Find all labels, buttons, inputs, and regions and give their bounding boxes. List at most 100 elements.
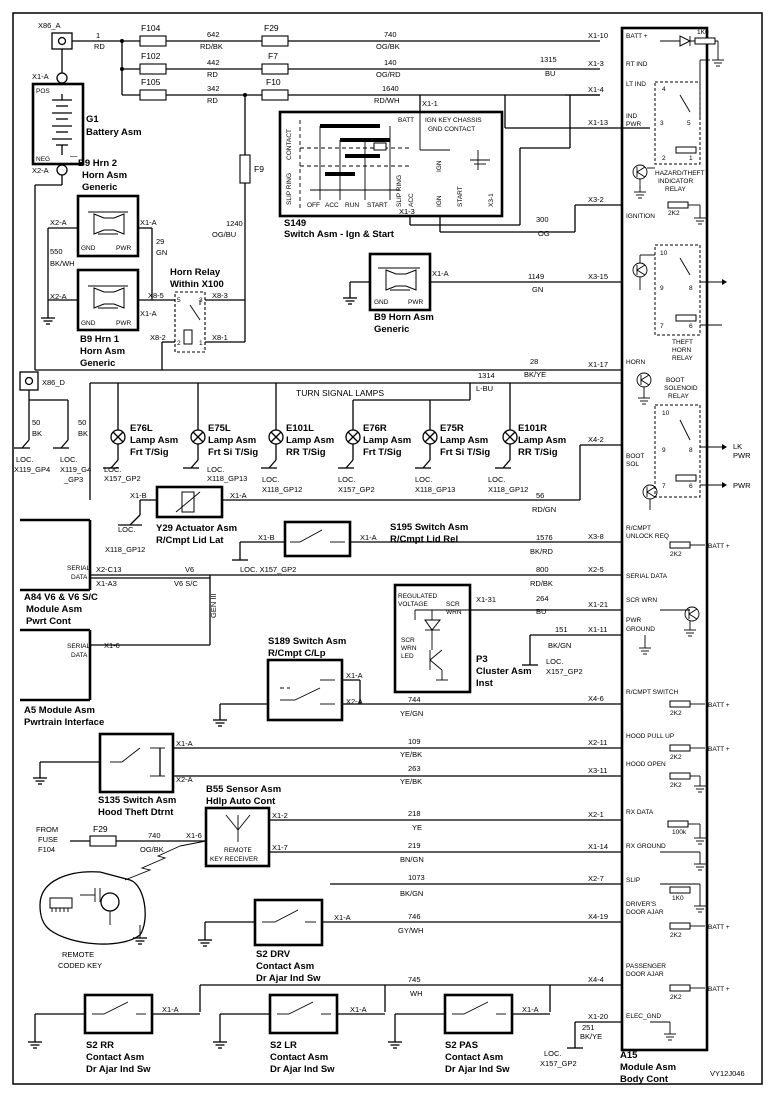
bcm-label: UNLOCK REQ	[626, 533, 669, 540]
svg-text:Lamp Asm: Lamp Asm	[130, 435, 178, 446]
svg-text:BU: BU	[545, 69, 555, 78]
svg-text:56: 56	[536, 491, 544, 500]
svg-text:RR T/Sig: RR T/Sig	[518, 447, 558, 458]
svg-text:S2 DRV: S2 DRV	[256, 949, 291, 960]
bcm-label: GROUND	[626, 626, 655, 633]
switch-s2-rr: X1-A S2 RR Contact Asm Dr Ajar Ind Sw	[83, 993, 179, 1075]
svg-text:G1: G1	[86, 114, 99, 125]
svg-text:PWR: PWR	[116, 320, 131, 327]
bcm-label: BATT +	[708, 924, 730, 931]
svg-text:1315: 1315	[540, 55, 557, 64]
svg-text:S2 RR: S2 RR	[86, 1040, 114, 1051]
bcm-label: 8	[689, 447, 693, 454]
bcm-resistor	[669, 744, 691, 752]
fuse-f104	[139, 35, 167, 47]
remote-coded-key: REMOTE CODED KEY	[39, 845, 181, 970]
svg-text:442: 442	[207, 58, 220, 67]
svg-text:BK/YE: BK/YE	[580, 1032, 602, 1041]
bcm-pin-label: X3-2	[588, 195, 604, 204]
svg-text:_GP3: _GP3	[63, 475, 83, 484]
bcm-label: BOOT	[626, 453, 644, 460]
svg-text:YE/GN: YE/GN	[400, 709, 423, 718]
svg-text:A84 V6 & V6 S/C: A84 V6 & V6 S/C	[24, 592, 98, 603]
svg-text:—: —	[70, 151, 78, 160]
svg-text:Contact Asm: Contact Asm	[86, 1052, 144, 1063]
svg-text:OG/BK: OG/BK	[376, 42, 400, 51]
svg-text:Dr Ajar Ind Sw: Dr Ajar Ind Sw	[256, 973, 321, 984]
svg-text:X157_GP2: X157_GP2	[338, 485, 375, 494]
horn-relay: Horn Relay Within X100 5 3 2 1	[170, 267, 224, 353]
svg-text:219: 219	[408, 841, 421, 850]
svg-text:RD/WH: RD/WH	[374, 96, 399, 105]
svg-text:GN: GN	[532, 285, 543, 294]
bcm-label: 6	[689, 483, 693, 490]
bcm-label: DOOR AJAR	[626, 971, 664, 978]
svg-text:X1-A: X1-A	[32, 72, 49, 81]
svg-text:SERIAL: SERIAL	[67, 565, 91, 572]
fuse-f29	[261, 35, 289, 47]
svg-text:X2-A: X2-A	[50, 218, 67, 227]
bcm-label: R/CMPT SWITCH	[626, 689, 679, 696]
svg-text:342: 342	[207, 84, 220, 93]
svg-text:1: 1	[199, 340, 203, 347]
bcm-label: PWR	[733, 451, 751, 460]
svg-text:1: 1	[96, 31, 100, 40]
svg-text:29: 29	[156, 237, 164, 246]
svg-text:F9: F9	[254, 164, 264, 174]
bcm-resistor	[675, 146, 697, 154]
svg-text:OFF: OFF	[307, 202, 320, 209]
bcm-label: HOOD PULL UP	[626, 733, 674, 740]
svg-text:E101R: E101R	[518, 423, 547, 434]
svg-text:X118_GP13: X118_GP13	[415, 485, 455, 494]
switch-s2-pas: X1-A S2 PAS Contact Asm Dr Ajar Ind Sw	[443, 993, 539, 1075]
svg-text:S149: S149	[284, 218, 306, 229]
bcm-label: 2K2	[670, 754, 682, 761]
svg-text:BN/GN: BN/GN	[400, 855, 424, 864]
svg-text:140: 140	[384, 58, 397, 67]
svg-text:Generic: Generic	[374, 324, 409, 335]
svg-text:BK/YE: BK/YE	[524, 370, 546, 379]
svg-text:X1-A: X1-A	[230, 491, 247, 500]
svg-text:F105: F105	[141, 77, 161, 87]
svg-text:740: 740	[384, 30, 397, 39]
svg-text:WH: WH	[410, 989, 423, 998]
bcm-label: 2K2	[670, 782, 682, 789]
svg-text:BK/GN: BK/GN	[400, 889, 423, 898]
bcm-pin-label: X1-13	[588, 118, 608, 127]
bcm-resistor	[669, 984, 691, 992]
bcm-resistor	[675, 314, 697, 322]
svg-text:NEG: NEG	[36, 156, 50, 163]
svg-text:VOLTAGE: VOLTAGE	[398, 601, 428, 608]
svg-text:Y29 Actuator Asm: Y29 Actuator Asm	[156, 523, 237, 534]
svg-text:1073: 1073	[408, 873, 425, 882]
bcm-resistor	[669, 886, 691, 894]
bcm-pin-label: X4-19	[588, 912, 608, 921]
bcm-label: 7	[662, 483, 666, 490]
svg-text:X157_GP2: X157_GP2	[540, 1059, 577, 1068]
svg-text:LOC.: LOC.	[104, 465, 122, 474]
bcm-label: 1K0	[672, 895, 684, 902]
svg-text:800: 800	[536, 565, 549, 574]
svg-text:LOC.: LOC.	[544, 1049, 562, 1058]
bcm-pin-label: X2-5	[588, 565, 604, 574]
svg-text:F10: F10	[266, 77, 281, 87]
fuse-f102	[139, 63, 167, 75]
svg-text:Frt Si T/Sig: Frt Si T/Sig	[208, 447, 258, 458]
bcm-pin-label: X1-11	[588, 625, 607, 634]
svg-text:PWR: PWR	[116, 245, 131, 252]
lamp-e101l: E101L Lamp Asm RR T/Sig LOC. X118_GP12	[261, 423, 334, 494]
svg-text:ACC: ACC	[325, 202, 339, 209]
svg-text:X1-A: X1-A	[140, 309, 157, 318]
svg-text:Horn Relay: Horn Relay	[170, 267, 221, 278]
svg-text:Generic: Generic	[82, 182, 117, 193]
svg-text:1640: 1640	[382, 84, 399, 93]
bcm-pin-label: X1-14	[588, 842, 608, 851]
svg-text:746: 746	[408, 912, 421, 921]
svg-text:IGN KEY CHASSIS: IGN KEY CHASSIS	[425, 117, 482, 124]
svg-text:E76R: E76R	[363, 423, 387, 434]
svg-text:F29: F29	[93, 824, 108, 834]
bcm-pin-label: X3-11	[588, 766, 607, 775]
svg-text:BU: BU	[536, 607, 546, 616]
svg-text:START: START	[457, 186, 464, 207]
bcm-label: 1K0	[697, 29, 709, 36]
